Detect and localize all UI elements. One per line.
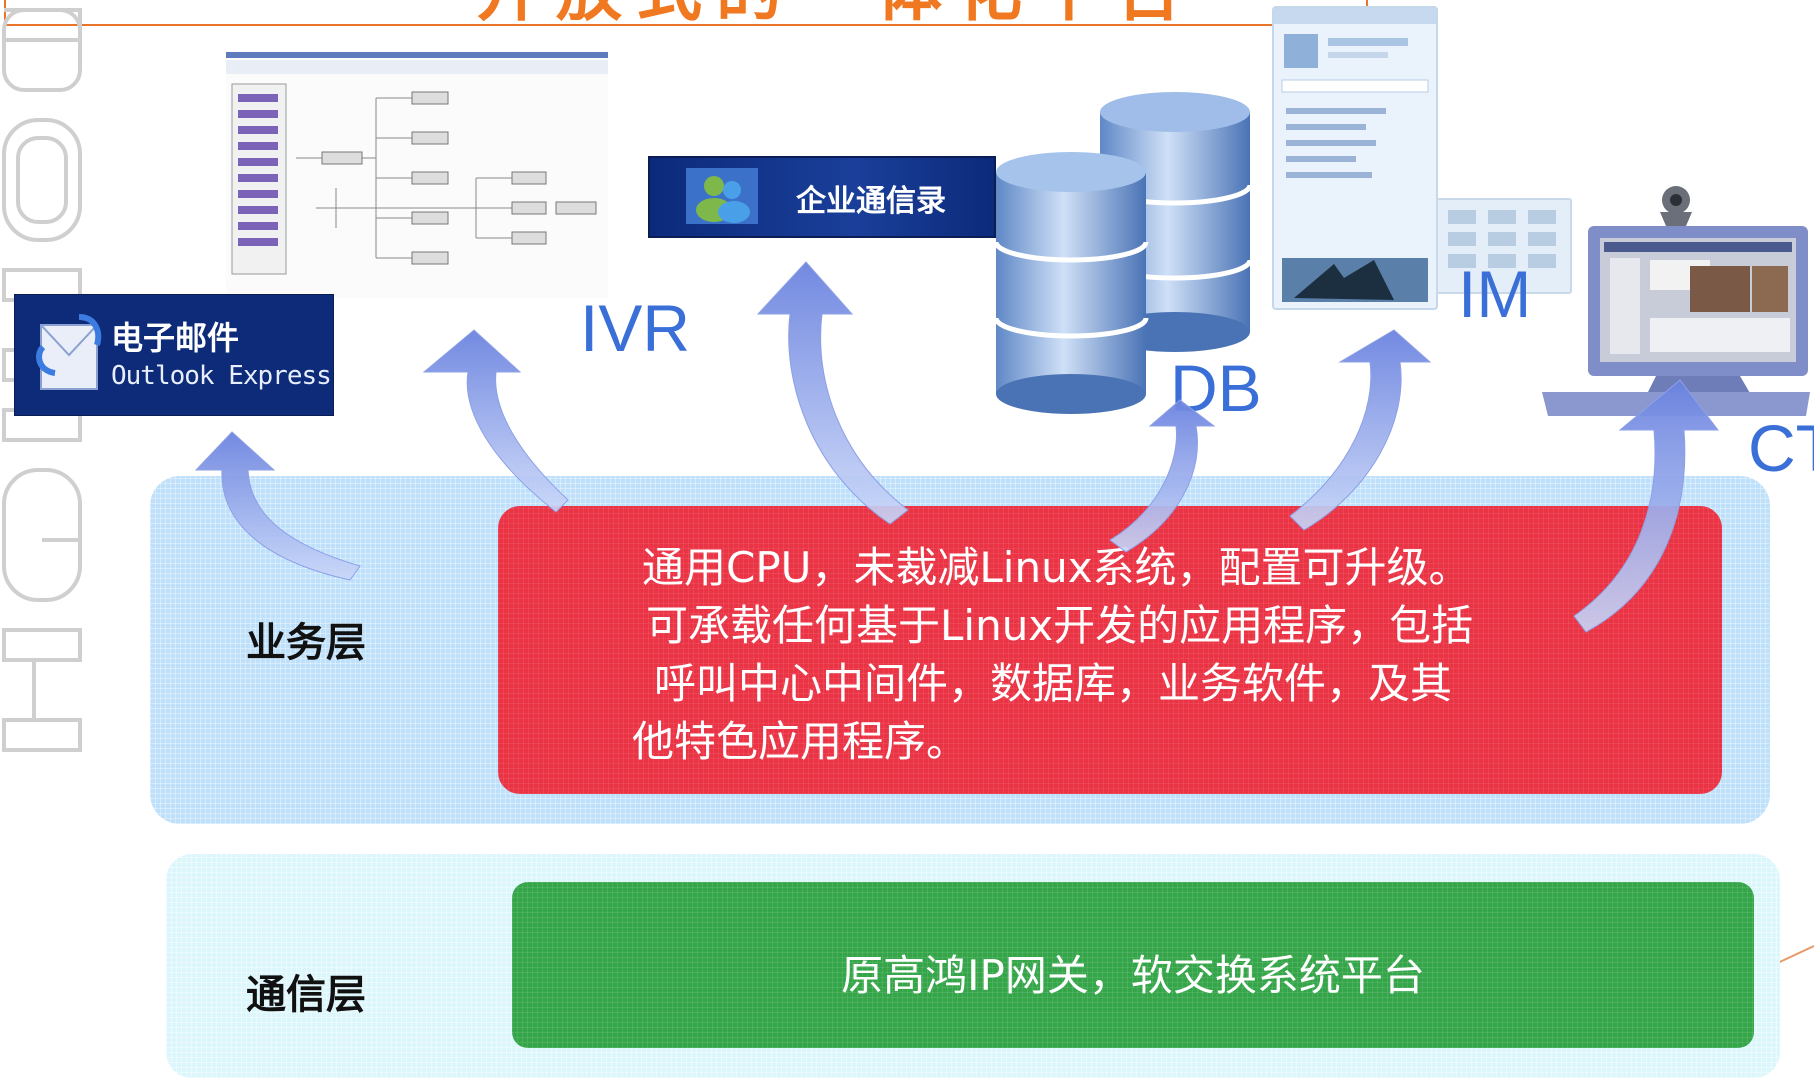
title-bar: 开放式的一体化平台 (4, 0, 1368, 26)
communication-text: 原高鸿IP网关，软交换系统平台 (841, 951, 1425, 1000)
im-label: IM (1458, 257, 1532, 331)
ct-label: CT (1748, 411, 1814, 485)
ivr-flowchart-image (226, 60, 608, 275)
service-line-2: 可承载任何基于Linux开发的应用程序，包括 (646, 601, 1474, 650)
ivr-flow-screenshot (226, 52, 608, 298)
watermark-logo (2, 8, 82, 752)
ivr-label: IVR (580, 291, 691, 365)
dialpad-grid (1448, 210, 1556, 268)
im-window-content (1274, 8, 1436, 302)
outlook-express-label: Outlook Express (111, 361, 332, 391)
communication-layer-label: 通信层 (246, 972, 366, 1018)
arrow-to-db (1109, 399, 1216, 553)
service-line-1: 通用CPU，未裁减Linux系统，配置可升级。 (642, 543, 1471, 592)
arrow-to-directory (756, 261, 909, 525)
im-dialpad-window (1436, 198, 1572, 294)
database-icon (993, 92, 1253, 414)
communication-description-box: 原高鸿IP网关，软交换系统平台 (512, 882, 1754, 1048)
service-layer-label: 业务层 (246, 620, 366, 666)
enterprise-directory-badge: 企业通信录 (648, 156, 996, 238)
messenger-people-icon (686, 168, 758, 224)
outlook-icon (36, 314, 102, 390)
service-line-4: 他特色应用程序。 (632, 717, 969, 766)
arrow-to-ivr (422, 329, 569, 513)
im-messenger-window (1272, 6, 1438, 310)
service-line-3: 呼叫中心中间件，数据库，业务软件，及其 (654, 659, 1453, 708)
arrow-to-ct (1573, 379, 1720, 633)
email-label: 电子邮件 (111, 319, 240, 357)
service-description-box: 通用CPU，未裁减Linux系统，配置可升级。 可承载任何基于Linux开发的应… (498, 506, 1722, 794)
directory-label: 企业通信录 (796, 184, 946, 219)
arrow-to-email (194, 431, 361, 581)
page-title: 开放式的一体化平台 (476, 0, 1196, 24)
arrow-to-im (1289, 329, 1432, 531)
email-outlook-badge: 电子邮件 Outlook Express (14, 294, 334, 416)
